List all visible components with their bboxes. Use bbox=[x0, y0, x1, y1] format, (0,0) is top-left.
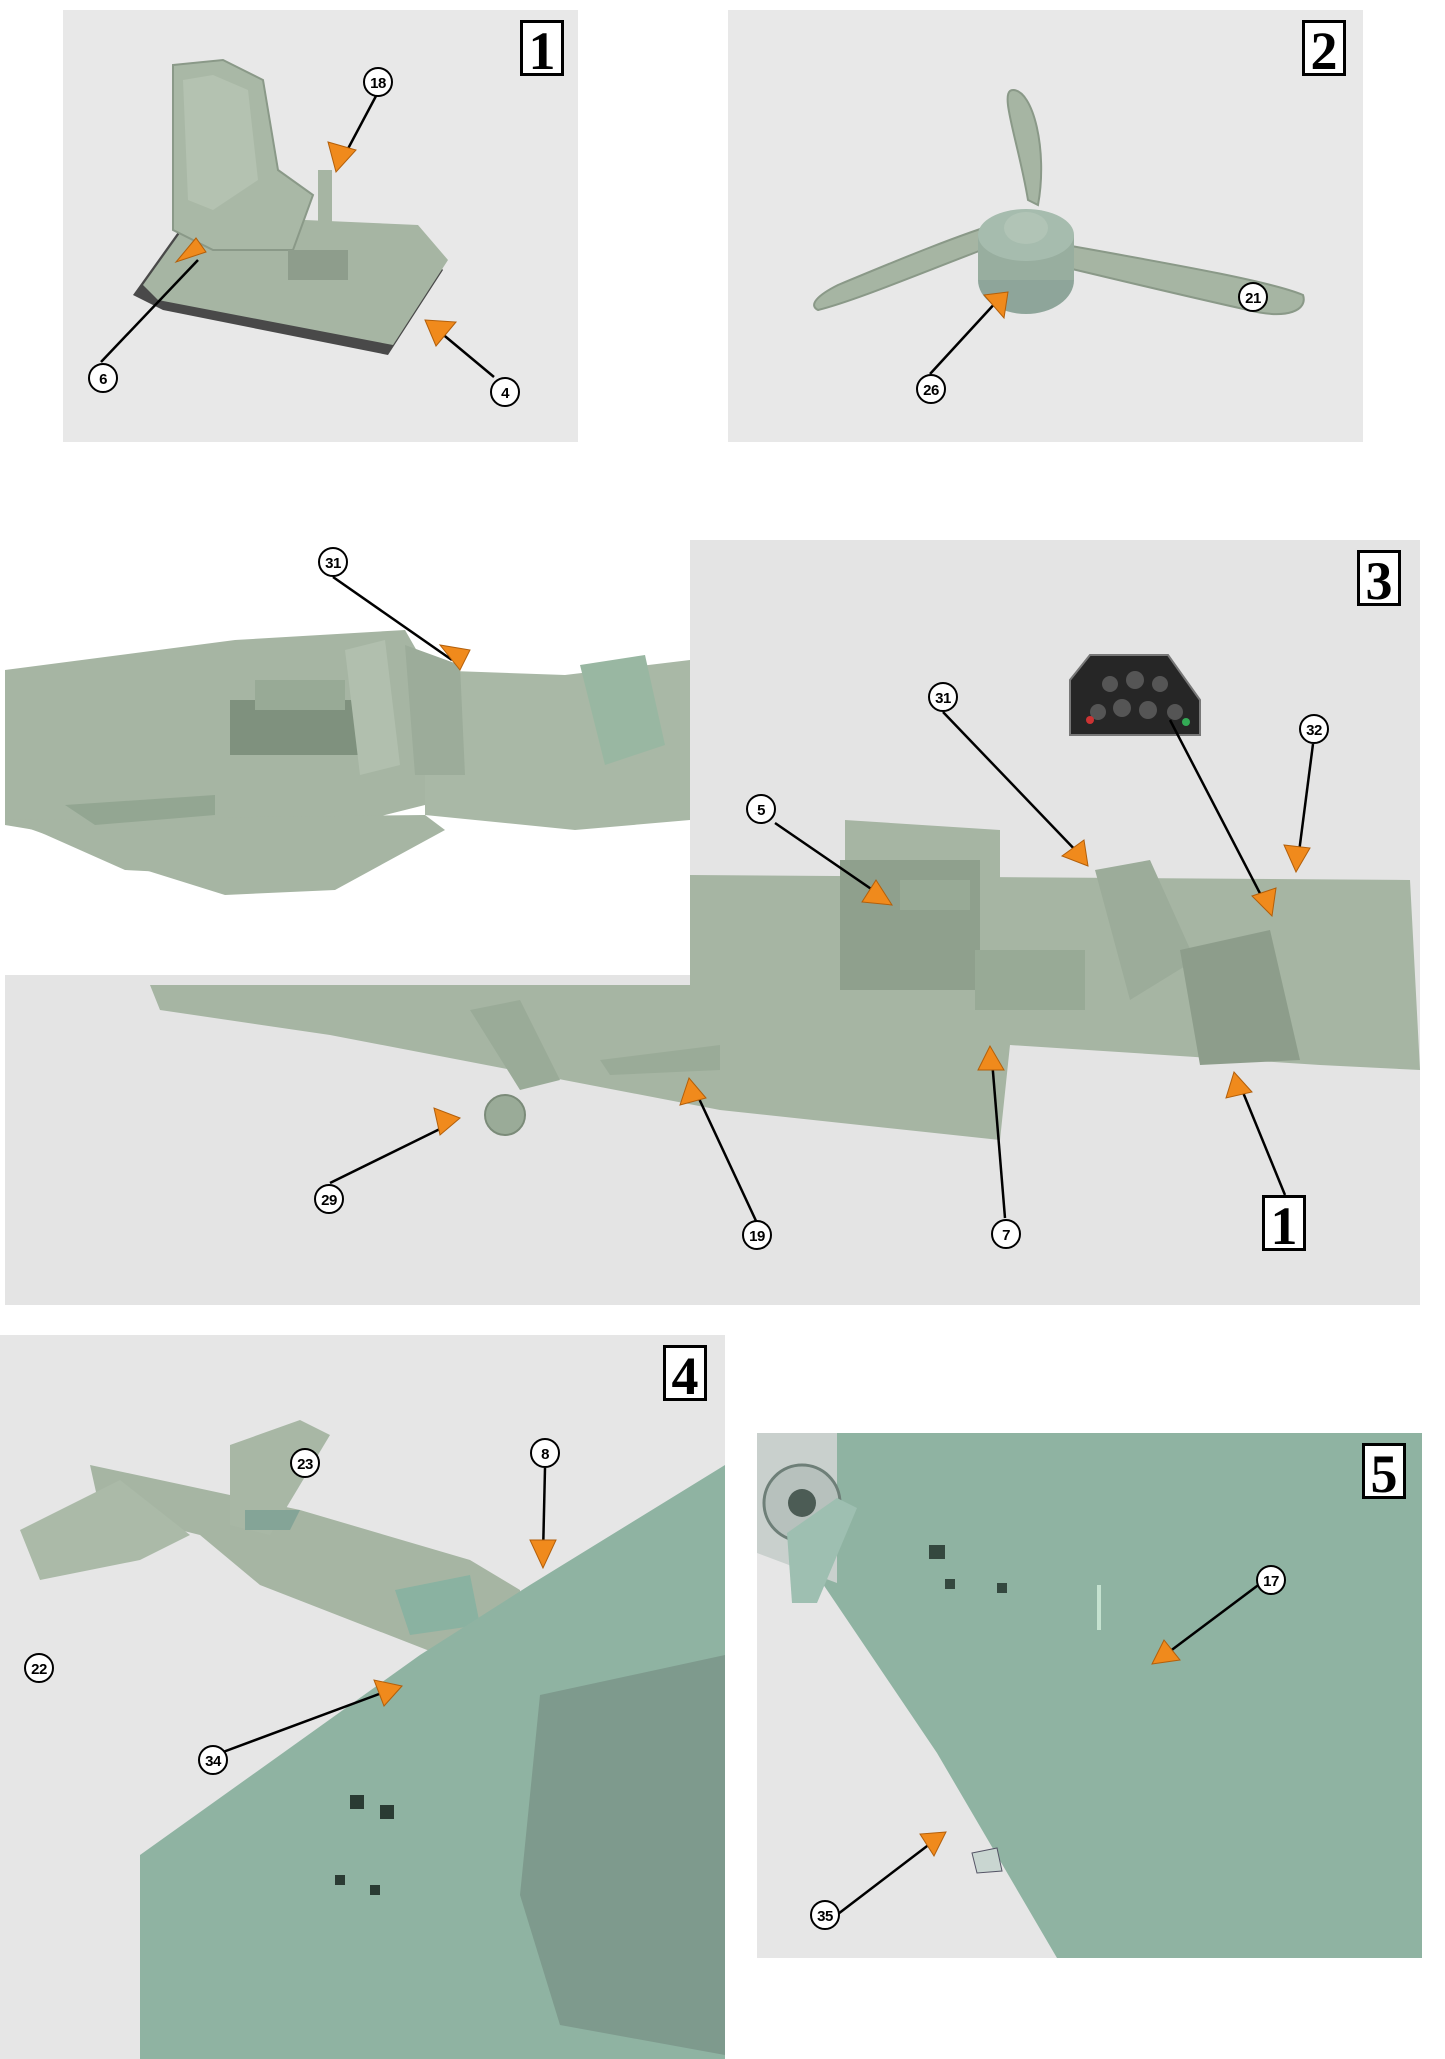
callout-part-23: 23 bbox=[290, 1448, 320, 1478]
callout-part-22: 22 bbox=[24, 1653, 54, 1683]
step-number-5: 5 bbox=[1362, 1443, 1406, 1502]
fuselage-inset-image bbox=[5, 630, 690, 895]
propeller-image bbox=[813, 88, 1305, 315]
step-number-1: 1 bbox=[520, 20, 564, 79]
callout-part-31: 31 bbox=[928, 682, 958, 712]
callout-part-31-inset: 31 bbox=[318, 547, 348, 577]
step-3-inset-photo bbox=[5, 475, 690, 975]
step-number-4: 4 bbox=[663, 1345, 707, 1404]
callout-part-32: 32 bbox=[1299, 714, 1329, 744]
callout-part-4: 4 bbox=[490, 377, 520, 407]
cockpit-floor-seat-image bbox=[133, 58, 448, 355]
callout-part-8: 8 bbox=[530, 1438, 560, 1468]
callout-part-29: 29 bbox=[314, 1184, 344, 1214]
callout-part-34: 34 bbox=[198, 1745, 228, 1775]
callout-part-7: 7 bbox=[991, 1219, 1021, 1249]
step-5-photo bbox=[757, 1433, 1422, 1958]
step-number-2: 2 bbox=[1302, 20, 1346, 79]
callout-part-21: 21 bbox=[1238, 282, 1268, 312]
fuselage-wing-assembly-image bbox=[20, 1420, 725, 2059]
step-4-photo bbox=[0, 1335, 725, 2059]
callout-part-26: 26 bbox=[916, 374, 946, 404]
callout-part-19: 19 bbox=[742, 1220, 772, 1250]
callout-part-6: 6 bbox=[88, 363, 118, 393]
step-2-photo bbox=[728, 10, 1363, 442]
step-1-photo bbox=[63, 10, 578, 442]
callout-part-35: 35 bbox=[810, 1900, 840, 1930]
callout-part-5: 5 bbox=[746, 794, 776, 824]
callout-part-18: 18 bbox=[363, 67, 393, 97]
step-number-3: 3 bbox=[1357, 550, 1401, 609]
sub-step-1: 1 bbox=[1262, 1195, 1306, 1254]
wing-underside-image bbox=[757, 1433, 1422, 1958]
step-3-lower-photo bbox=[5, 975, 1420, 1305]
callout-part-17: 17 bbox=[1256, 1565, 1286, 1595]
